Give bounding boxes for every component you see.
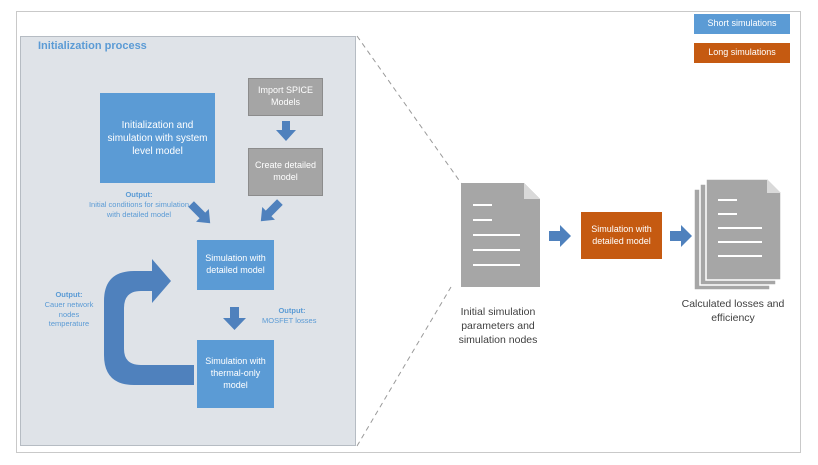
arrow-detailed-to-thermal-icon <box>223 307 246 330</box>
sim-thermal-box: Simulation with thermal-only model <box>197 340 274 408</box>
main-sim-detailed-label: Simulation with detailed model <box>591 223 652 246</box>
zoom-line-bottom <box>356 286 452 447</box>
output-cauer-title: Output: <box>55 290 83 299</box>
arrow-create-to-sim-icon <box>260 199 283 222</box>
output-initial-conditions-text: Initial conditions for simulation with d… <box>88 199 190 219</box>
output-initial-conditions: Output: Initial conditions for simulatio… <box>84 190 194 219</box>
sim-detailed-box: Simulation with detailed model <box>197 240 274 290</box>
legend-long-simulations: Long simulations <box>694 43 790 63</box>
output-initial-conditions-title: Output: <box>125 190 153 199</box>
arrow-init-to-sim-icon <box>188 201 211 224</box>
output-documents-icon <box>693 178 782 291</box>
create-model-label: Create detailed model <box>254 160 317 182</box>
output-cauer-temperature: Output: Cauer network nodes temperature <box>38 290 100 329</box>
init-system-sim-label: Initialization and simulation with syste… <box>107 119 208 157</box>
panel-title: Initialization process <box>38 40 147 52</box>
sim-detailed-label: Simulation with detailed model <box>205 253 266 275</box>
feedback-curved-arrow-icon <box>104 259 194 385</box>
input-doc-label: Initial simulation parameters and simula… <box>458 306 538 347</box>
sim-thermal-label: Simulation with thermal-only model <box>205 356 266 390</box>
arrow-sim-to-output-icon <box>670 225 692 247</box>
import-spice-label: Import SPICE Models <box>257 85 313 107</box>
legend-long-label: Long simulations <box>708 47 776 58</box>
output-mosfet-title: Output: <box>278 306 306 315</box>
legend-short-simulations: Short simulations <box>694 14 790 34</box>
create-model-box: Create detailed model <box>248 148 323 196</box>
output-doc-label: Calculated losses and efficiency <box>681 298 785 325</box>
arrow-input-to-sim-icon <box>549 225 571 247</box>
legend-short-label: Short simulations <box>707 18 777 29</box>
output-mosfet-text: MOSFET losses <box>262 315 317 325</box>
init-system-sim-box: Initialization and simulation with syste… <box>100 93 215 183</box>
output-mosfet-losses: Output: MOSFET losses <box>262 306 322 326</box>
output-cauer-text: Cauer network nodes temperature <box>44 299 94 329</box>
input-document-icon <box>461 183 540 287</box>
import-spice-box: Import SPICE Models <box>248 78 323 116</box>
main-sim-detailed-box: Simulation with detailed model <box>581 212 662 259</box>
zoom-line-top <box>356 35 462 184</box>
arrow-spice-to-create-icon <box>276 121 296 141</box>
